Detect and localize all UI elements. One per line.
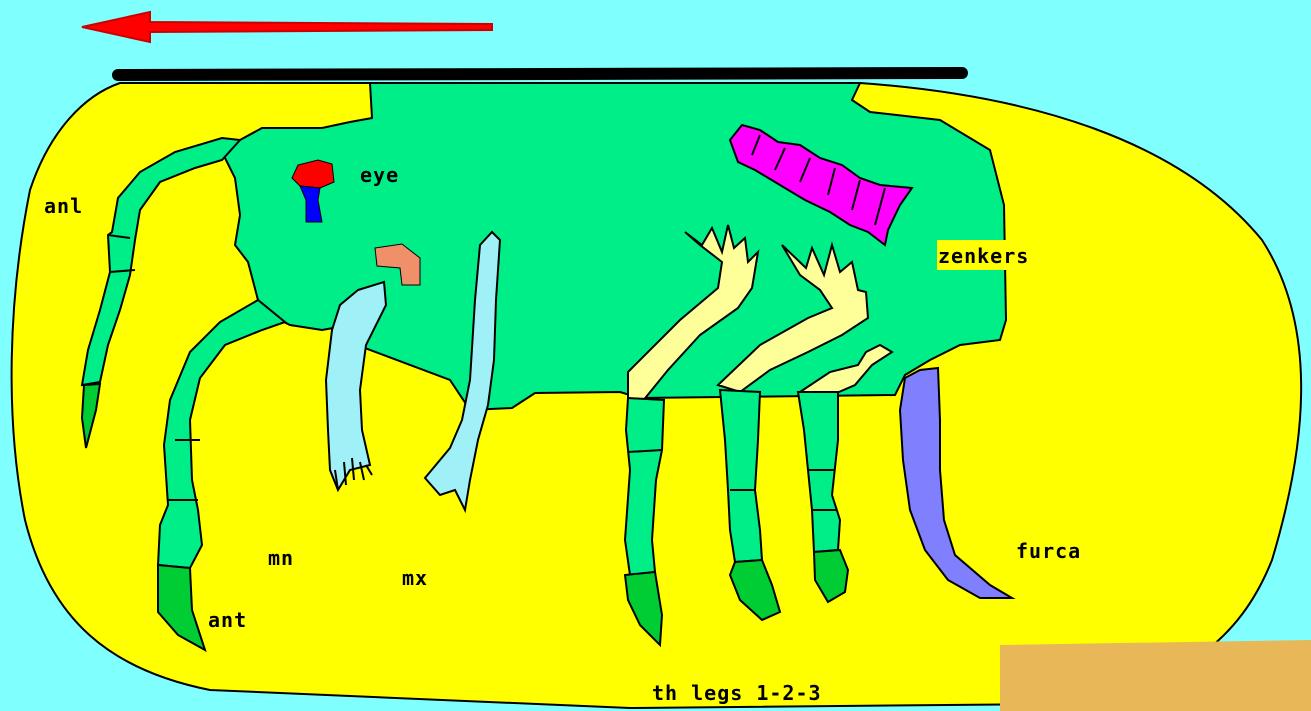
label-mx: mx: [402, 566, 428, 590]
dorsal-line: [118, 73, 962, 75]
label-zenkers: zenkers: [938, 244, 1029, 268]
paper-corner: [1000, 640, 1311, 711]
label-ant: ant: [208, 608, 247, 632]
label-th-legs: th legs 1-2-3: [652, 681, 822, 705]
label-furca: furca: [1016, 539, 1081, 563]
label-eye: eye: [360, 163, 399, 187]
left-arrow-icon: [82, 12, 492, 42]
label-mn: mn: [268, 546, 294, 570]
label-anl: anl: [44, 194, 83, 218]
